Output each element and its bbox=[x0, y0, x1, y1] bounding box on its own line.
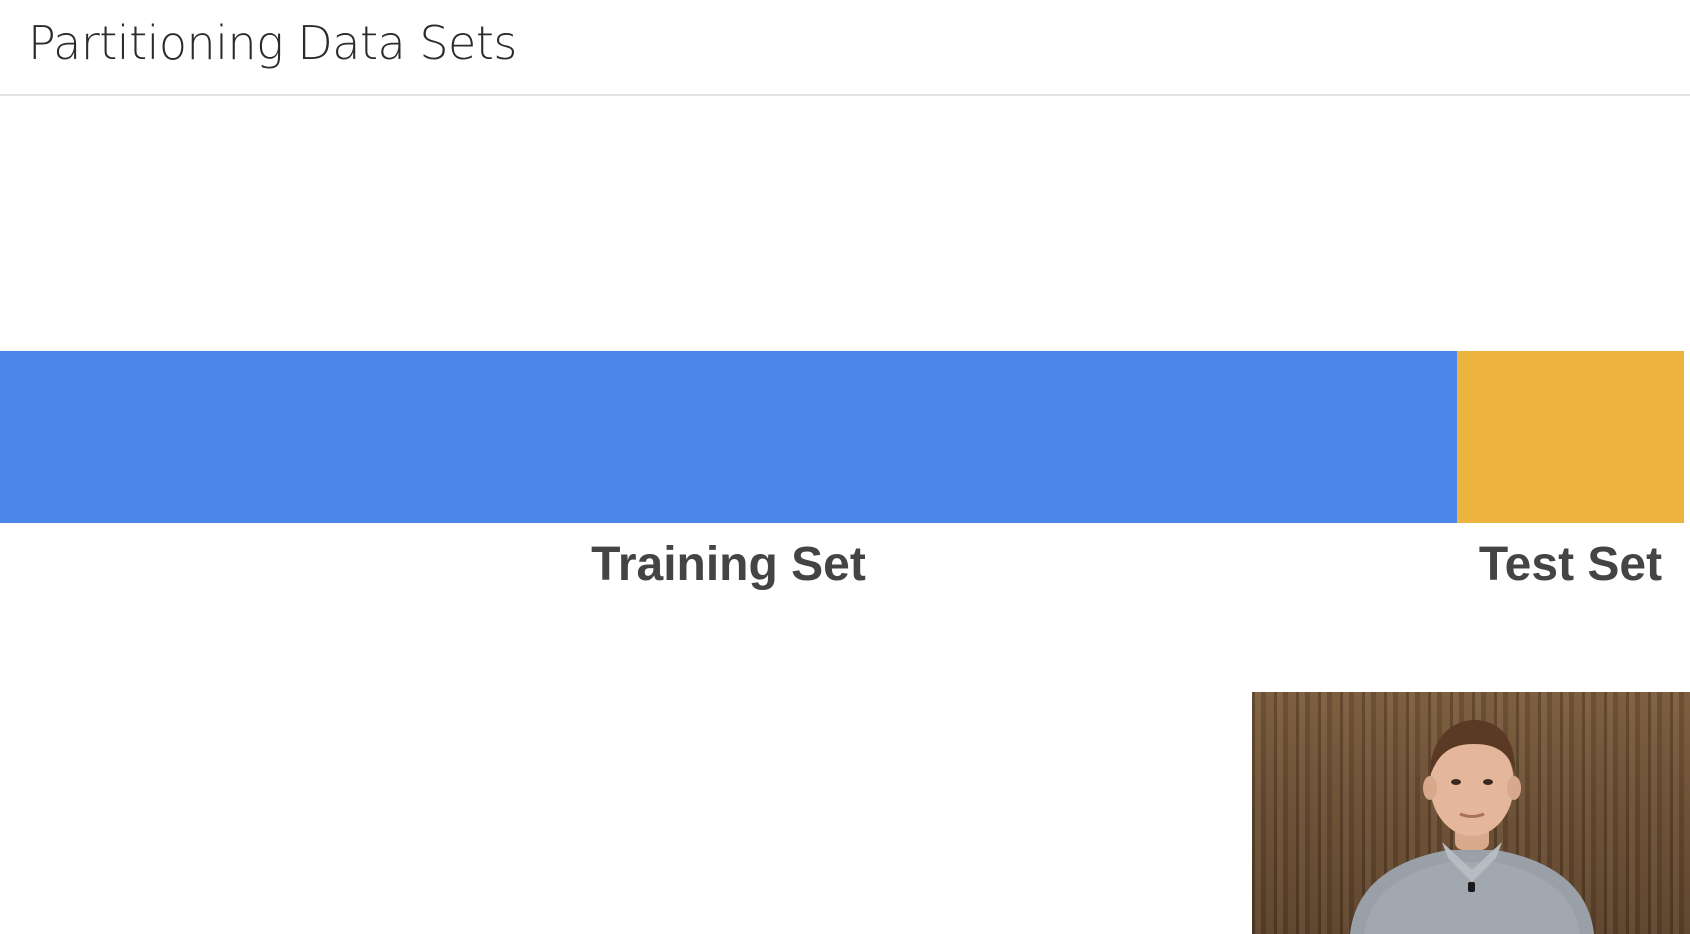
presenter-video-icon bbox=[1350, 720, 1594, 934]
training-set-segment bbox=[0, 351, 1457, 523]
slide-header: Partitioning Data Sets bbox=[0, 0, 1690, 96]
presenter-video[interactable] bbox=[1252, 692, 1690, 934]
test-set-segment bbox=[1457, 351, 1684, 523]
partition-bar bbox=[0, 351, 1684, 523]
training-set-label: Training Set bbox=[591, 538, 866, 591]
test-set-label: Test Set bbox=[1478, 538, 1663, 591]
slide-title: Partitioning Data Sets bbox=[28, 16, 517, 70]
